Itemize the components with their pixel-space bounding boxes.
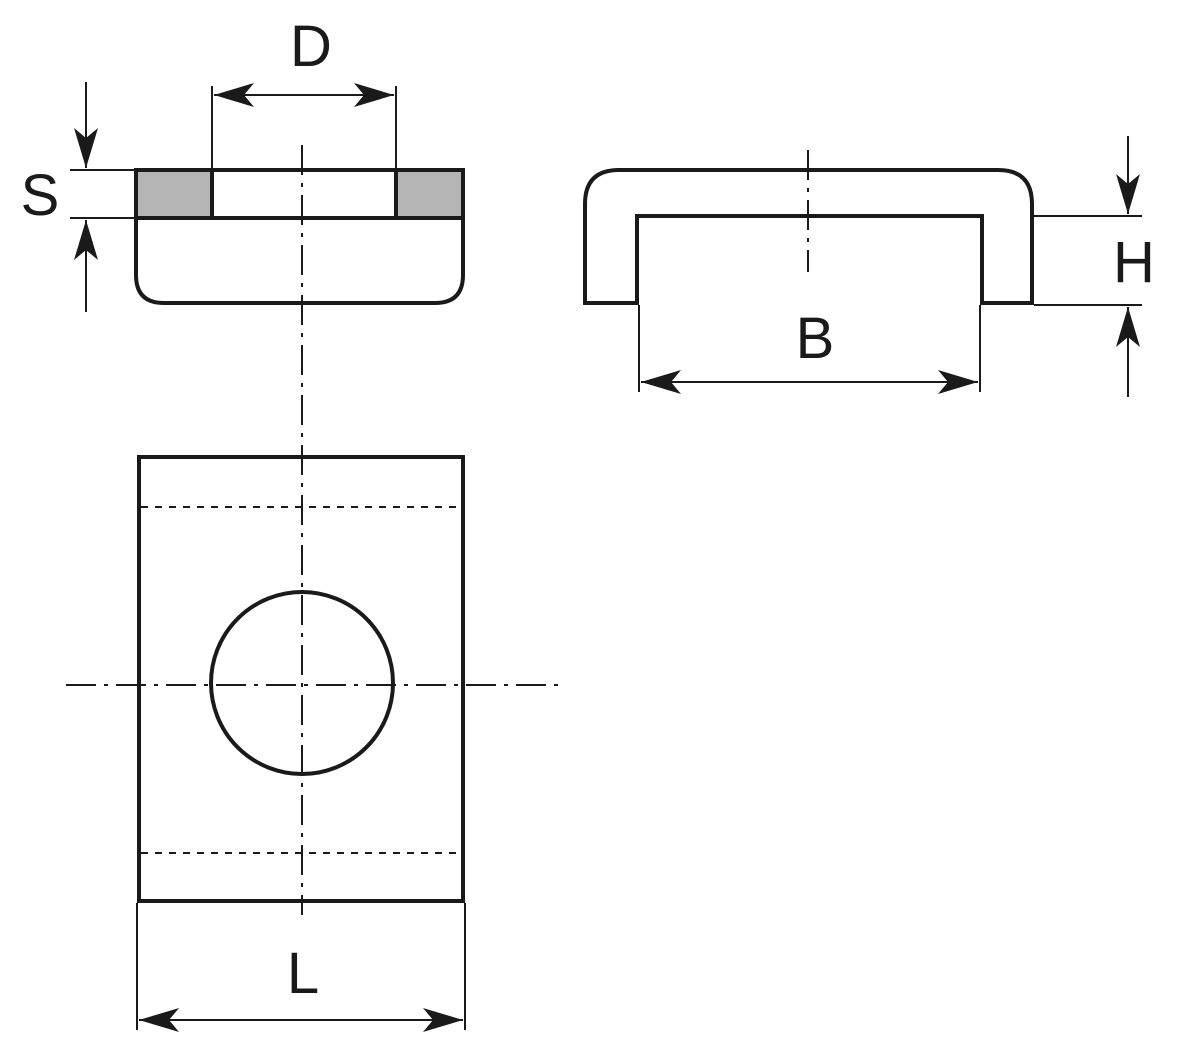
dimension-l: [136, 903, 466, 1032]
label-d: D: [290, 14, 332, 79]
section-top-plate: [134, 168, 465, 220]
label-b: B: [796, 306, 835, 371]
section-body: [134, 216, 465, 305]
dimension-h: [1034, 136, 1142, 397]
section-view: [134, 168, 465, 305]
label-l: L: [287, 941, 319, 1006]
dimension-b: [638, 305, 981, 394]
side-view: [583, 168, 1034, 305]
label-s: S: [21, 163, 60, 228]
side-profile: [583, 168, 1034, 305]
section-hatch-right: [397, 172, 461, 216]
centerlines: [66, 145, 809, 915]
dimension-s: [70, 82, 134, 312]
section-hatch-left: [138, 172, 212, 216]
dimension-d: [211, 83, 397, 168]
label-h: H: [1113, 230, 1155, 295]
